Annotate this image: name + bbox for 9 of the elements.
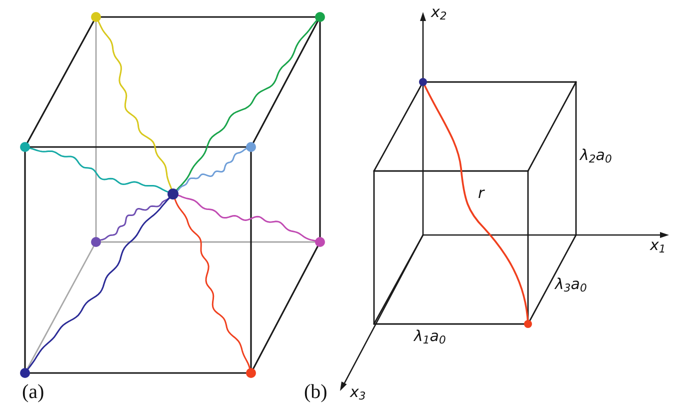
panel-label: (b) <box>304 382 328 403</box>
panel-label: (a) <box>22 382 44 403</box>
dimension-label: λ$_{3}$a$_{0}$ <box>555 277 587 293</box>
axis-label: x$_{2}$ <box>431 5 447 21</box>
dimension-label: λ$_{2}$a$_{0}$ <box>580 148 612 164</box>
dimension-label: λ$_{1}$a$_{0}$ <box>414 329 446 345</box>
chain-vector-label: r <box>478 186 484 202</box>
axis-label: x$_{1}$ <box>650 238 666 254</box>
axis-label: x$_{3}$ <box>350 385 366 401</box>
